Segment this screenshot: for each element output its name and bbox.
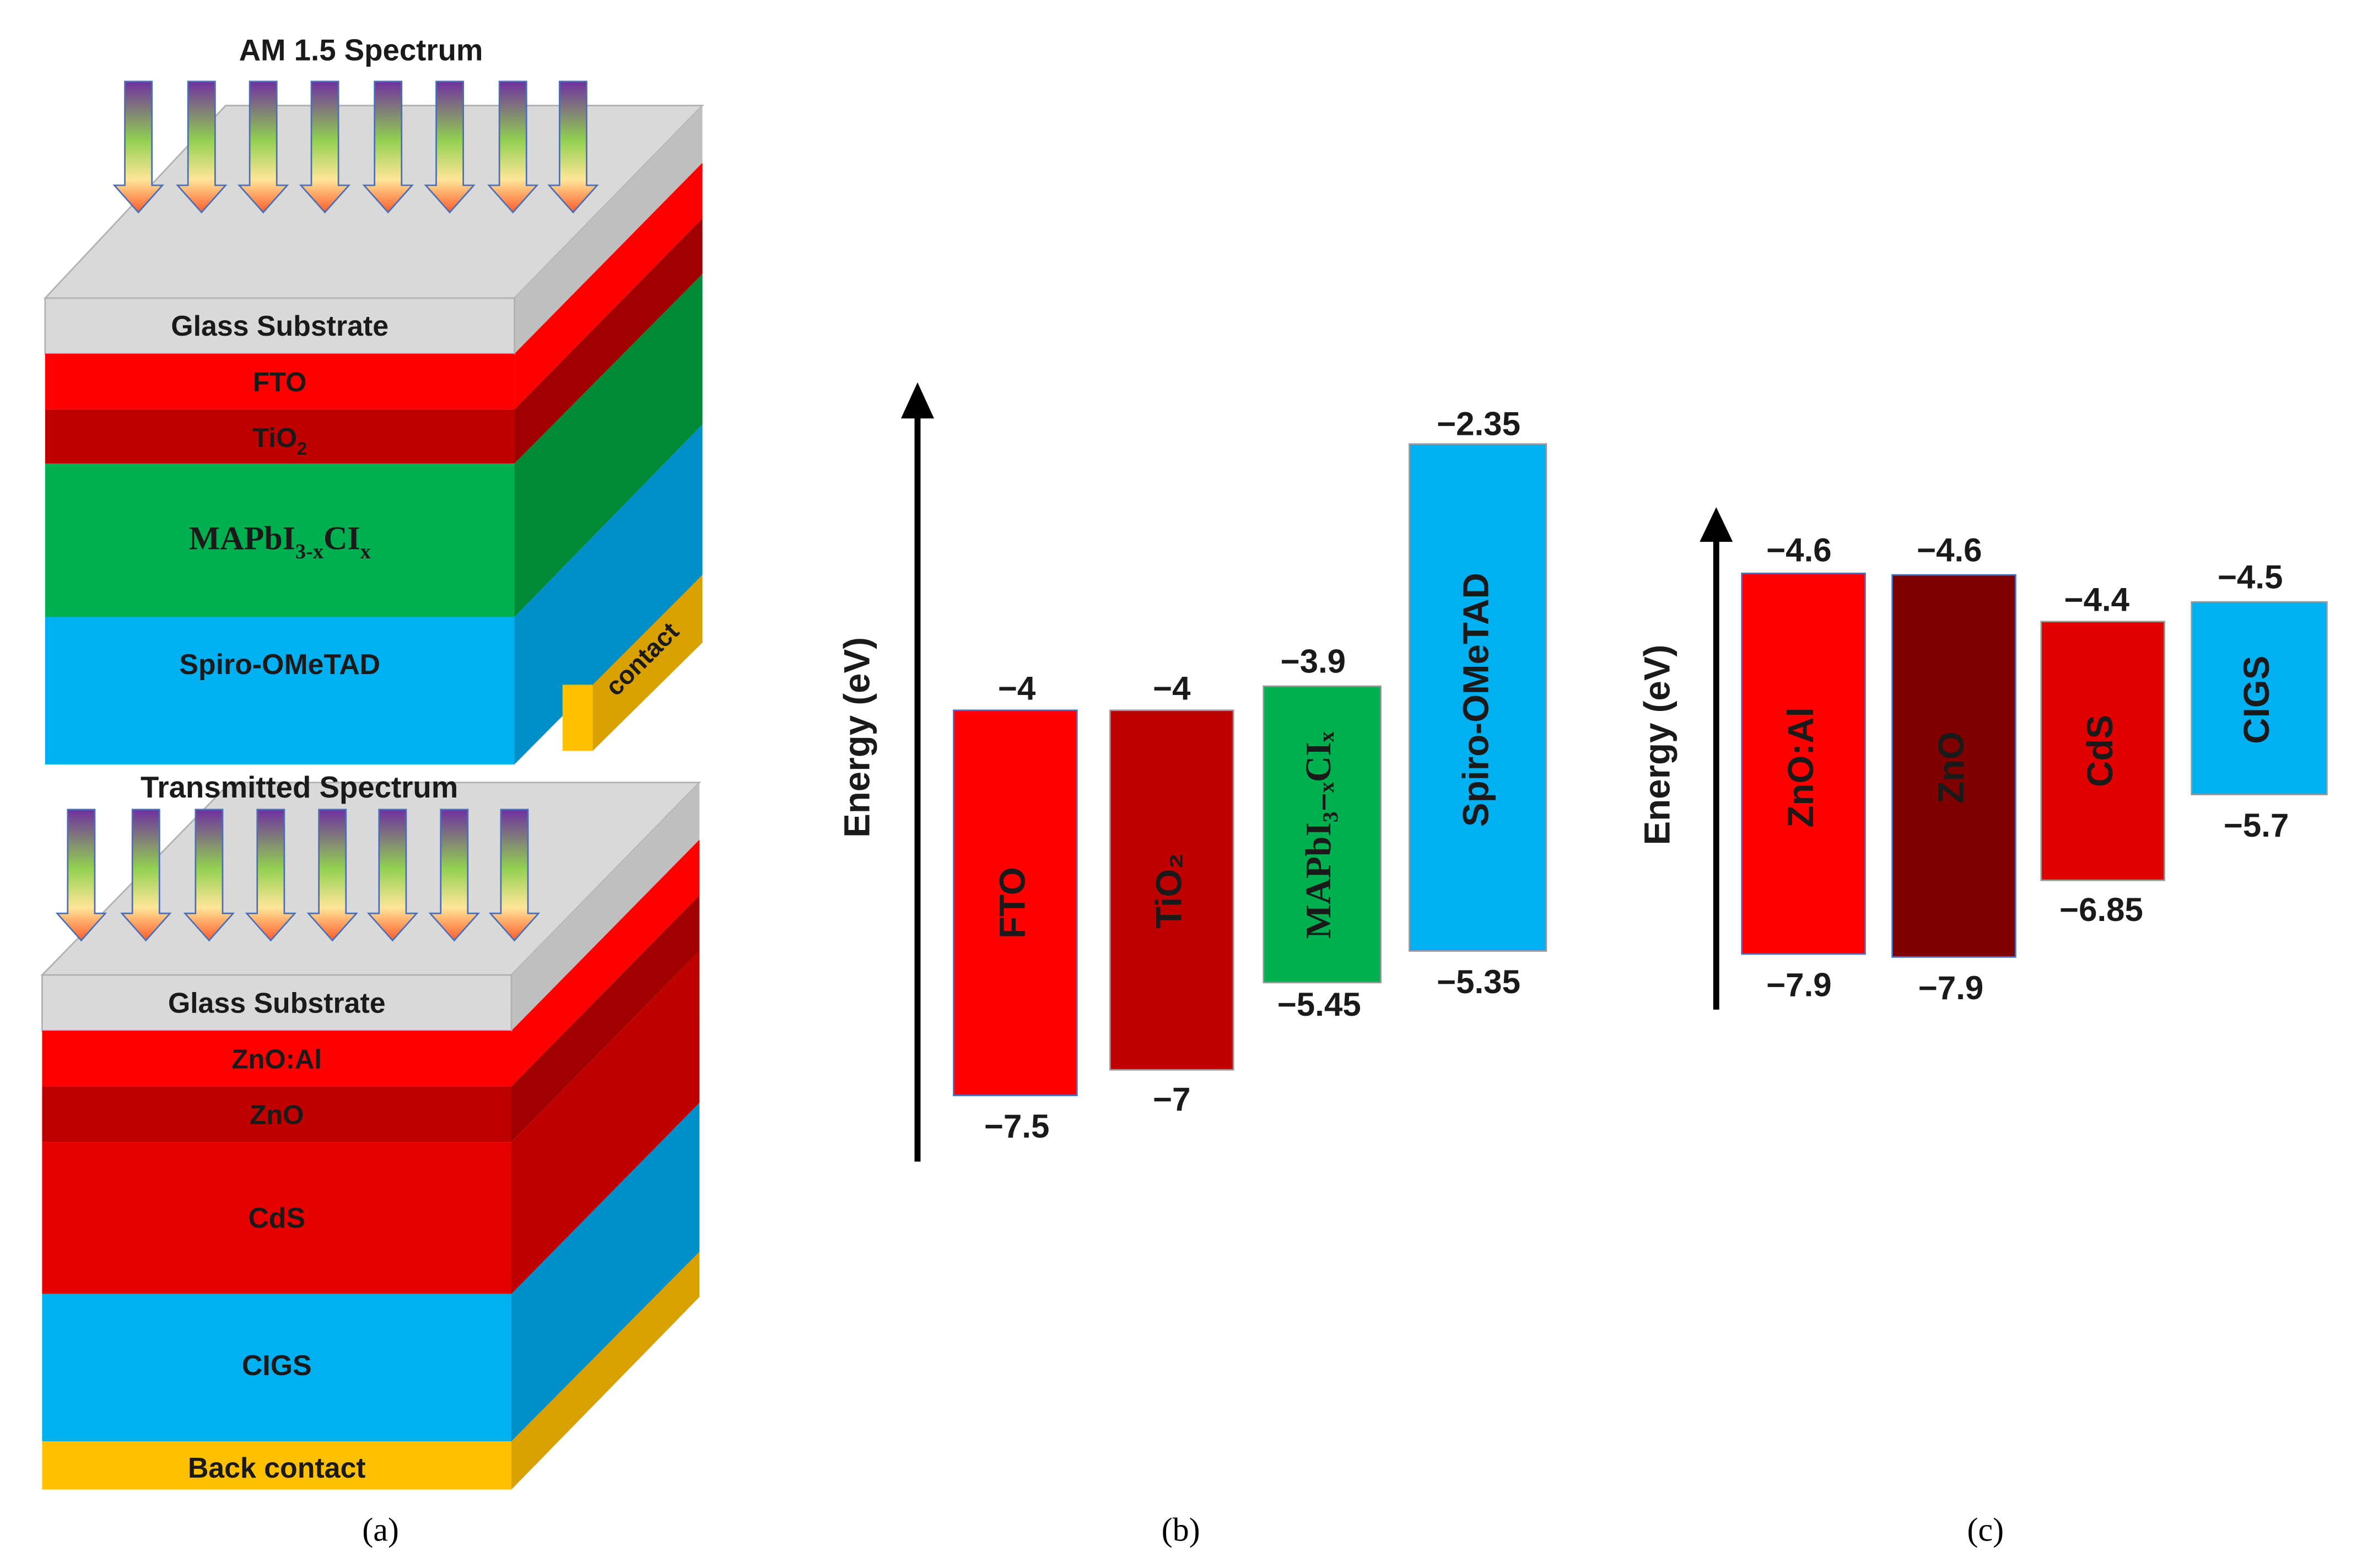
panel-b: Energy (eV) FTO −4 −7.5 TiO₂ −4 −7 MAPbI… — [837, 382, 1547, 1548]
top-spectrum-arrows — [112, 80, 599, 214]
band-znoal-top-value: −4.6 — [1766, 532, 1832, 569]
bottom-spectrum-title: Transmitted Spectrum — [141, 770, 458, 804]
bottom-spectrum-arrow — [488, 809, 541, 942]
caption-b: (b) — [1162, 1511, 1200, 1548]
band-cds-top-value: −4.4 — [2064, 581, 2130, 618]
bottom-cds-layer — [42, 1142, 512, 1294]
top-glass-layer — [44, 297, 515, 355]
bottom-spectrum-arrows — [55, 809, 541, 942]
band-perovskite-label: MAPbI₃₋ₓCIₓ — [1299, 731, 1339, 939]
band-cds — [2040, 621, 2165, 881]
bottom-right-face-znoal — [511, 839, 700, 1087]
band-cigs-label: CIGS — [2236, 656, 2277, 744]
top-tio2-label: TiO2 — [252, 423, 307, 459]
bottom-znoal-label: ZnO:Al — [231, 1044, 322, 1074]
band-fto — [953, 709, 1078, 1096]
top-right-face-fto — [514, 163, 703, 409]
top-spiro-label: Spiro-OMeTAD — [179, 648, 380, 680]
band-cigs — [2191, 601, 2328, 795]
band-tio2-label: TiO₂ — [1149, 853, 1189, 929]
band-fto-bottom-value: −7.5 — [984, 1108, 1050, 1145]
bottom-cigs-label: CIGS — [242, 1349, 312, 1381]
band-cds-label: CdS — [2080, 715, 2120, 787]
bottom-cds-label: CdS — [248, 1202, 305, 1234]
caption-a: (a) — [362, 1511, 399, 1548]
band-cigs-top-value: −4.5 — [2218, 559, 2283, 596]
bottom-spectrum-arrow — [183, 809, 235, 942]
top-device-stack: contact Glass Substrate FTO TiO2 MAPbI3-… — [43, 105, 704, 765]
energy-axis-b-arrowhead — [900, 382, 934, 419]
top-tio2-layer — [45, 409, 515, 464]
band-zno-bottom-value: −7.9 — [1918, 969, 1984, 1006]
bottom-spectrum-arrow — [306, 809, 358, 942]
bottom-glass-label: Glass Substrate — [168, 987, 386, 1019]
bottom-back-contact-label: Back contact — [188, 1452, 366, 1484]
top-fto-layer — [45, 353, 515, 409]
bottom-zno-label: ZnO — [250, 1100, 304, 1130]
band-tio2-top-value: −4 — [1153, 670, 1191, 707]
bottom-znoal-layer — [42, 1031, 512, 1087]
top-right-face-perovskite — [514, 274, 703, 617]
top-spectrum-arrow — [487, 80, 539, 214]
caption-c: (c) — [1967, 1511, 2004, 1548]
band-zno — [1891, 574, 2016, 958]
energy-axis-b-label: Energy (eV) — [837, 637, 877, 838]
band-fto-top-value: −4 — [998, 670, 1036, 707]
band-cigs-bottom-value: −5.7 — [2224, 807, 2289, 844]
bottom-back-contact-layer — [42, 1441, 512, 1490]
bottom-right-face-zno — [511, 895, 700, 1143]
band-tio2 — [1109, 709, 1234, 1071]
top-spectrum-arrow — [547, 80, 599, 214]
band-perovskite — [1263, 685, 1382, 984]
bottom-right-face-back-contact — [511, 1252, 700, 1490]
top-spectrum-arrow — [424, 80, 476, 214]
top-right-face-tio2 — [514, 218, 703, 464]
band-perovskite-bottom-value: −5.45 — [1277, 986, 1361, 1023]
top-spectrum-arrow — [112, 80, 164, 214]
top-spectrum-arrow — [237, 80, 289, 214]
band-zno-label: ZnO — [1931, 731, 1971, 804]
bottom-spectrum-arrow — [55, 809, 107, 942]
top-perovskite-label: MAPbI3-xCIx — [189, 520, 371, 563]
energy-axis-c-arrowhead — [1700, 507, 1733, 542]
top-right-face-glass — [514, 105, 703, 354]
bottom-right-face-cds — [511, 951, 700, 1294]
bottom-right-face-glass — [511, 782, 700, 1031]
bottom-spectrum-arrow — [245, 809, 297, 942]
bottom-cigs-layer — [42, 1294, 512, 1442]
bottom-right-face-cigs — [511, 1103, 700, 1442]
panel-a: contact Glass Substrate FTO TiO2 MAPbI3-… — [40, 34, 704, 1548]
top-spectrum-arrow — [176, 80, 228, 214]
band-spiro-bottom-value: −5.35 — [1437, 963, 1520, 1000]
energy-axis-c-label: Energy (eV) — [1637, 645, 1678, 845]
contact-side-face — [592, 575, 703, 751]
top-spectrum-arrow — [299, 80, 351, 214]
panel-c: Energy (eV) ZnO:Al −4.6 −7.9 ZnO −4.6 −7… — [1637, 507, 2328, 1548]
band-cds-bottom-value: −6.85 — [2059, 891, 2143, 928]
contact-front-face — [562, 685, 593, 751]
top-glass-label: Glass Substrate — [171, 310, 389, 342]
band-fto-label: FTO — [993, 867, 1033, 939]
band-spiro-top-value: −2.35 — [1437, 405, 1520, 442]
bottom-spectrum-arrow — [428, 809, 480, 942]
top-fto-label: FTO — [253, 368, 306, 397]
band-perovskite-top-value: −3.9 — [1281, 643, 1346, 680]
band-spiro-label: Spiro-OMeTAD — [1455, 573, 1496, 827]
top-spectrum-arrow — [362, 80, 414, 214]
top-perovskite-layer — [45, 464, 515, 617]
top-spectrum-title: AM 1.5 Spectrum — [239, 34, 483, 67]
top-right-face-spiro — [514, 424, 703, 765]
bottom-spectrum-arrow — [120, 809, 172, 942]
band-znoal — [1741, 573, 1866, 955]
bottom-zno-layer — [42, 1086, 512, 1143]
band-znoal-bottom-value: −7.9 — [1766, 966, 1832, 1003]
band-spiro — [1409, 443, 1547, 952]
top-spiro-layer — [45, 617, 515, 765]
band-znoal-label: ZnO:Al — [1781, 707, 1821, 827]
bottom-spectrum-arrow — [366, 809, 419, 942]
band-tio2-bottom-value: −7 — [1153, 1081, 1190, 1118]
bottom-glass-layer — [41, 974, 513, 1032]
band-zno-top-value: −4.6 — [1917, 532, 1982, 569]
